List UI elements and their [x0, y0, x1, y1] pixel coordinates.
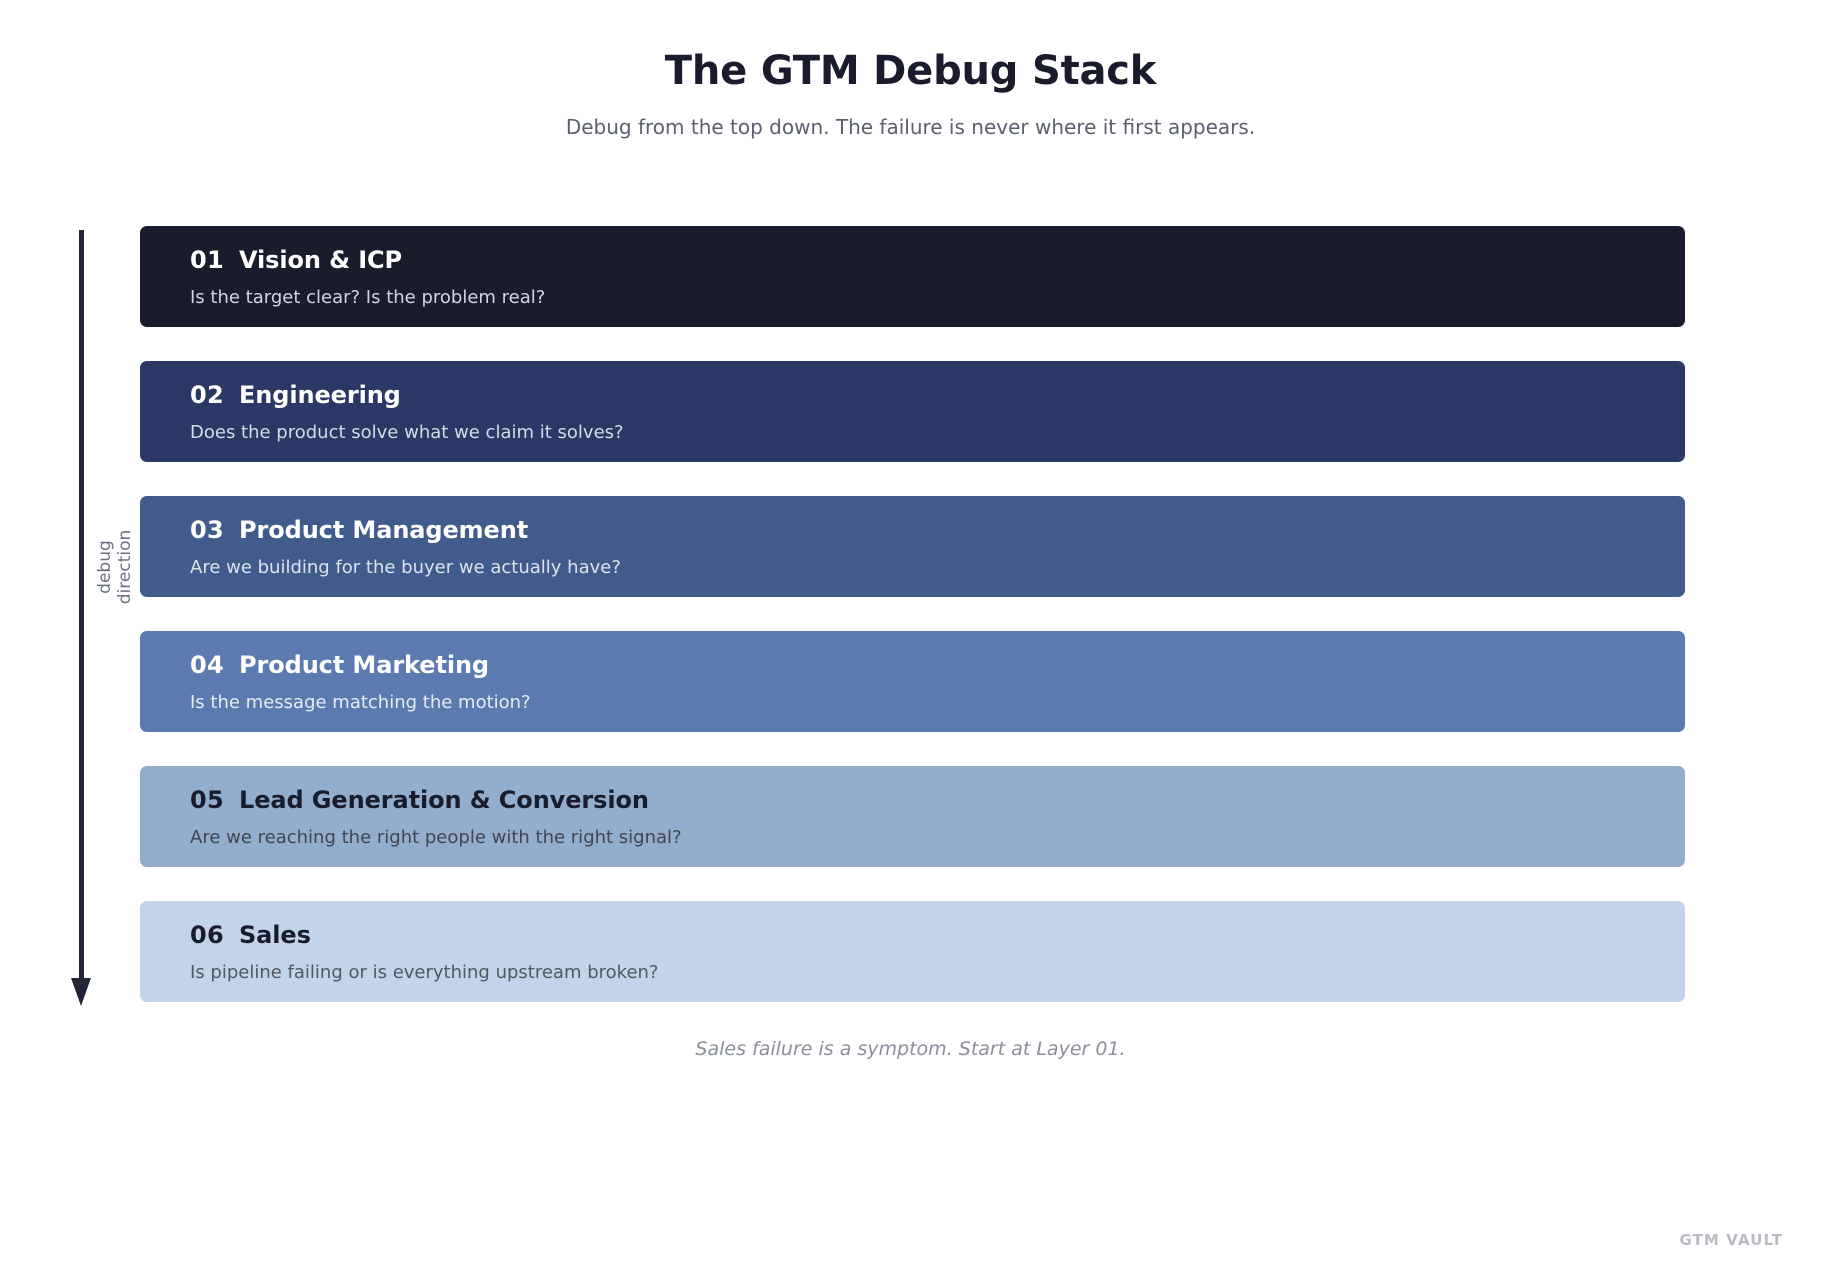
page-subtitle: Debug from the top down. The failure is … [565, 115, 1256, 139]
layer-number: 04 [190, 651, 224, 679]
layer-title: Vision & ICP [239, 246, 403, 274]
layer-row-02: 02 Engineering Does the product solve wh… [140, 361, 1685, 462]
layer-row-05: 05 Lead Generation & Conversion Are we r… [140, 766, 1685, 867]
layer-heading: 01 Vision & ICP [190, 246, 1685, 275]
layer-heading: 02 Engineering [190, 381, 1685, 410]
page-title: The GTM Debug Stack [664, 48, 1157, 94]
debug-direction-label: debug direction [94, 507, 136, 627]
layer-row-06: 06 Sales Is pipeline failing or is every… [140, 901, 1685, 1002]
layer-heading: 04 Product Marketing [190, 651, 1685, 680]
layer-question: Are we reaching the right people with th… [190, 826, 682, 848]
debug-direction-label-line1: debug [94, 540, 115, 594]
layer-title: Product Marketing [239, 651, 490, 679]
footer-note: Sales failure is a symptom. Start at Lay… [695, 1038, 1126, 1060]
layer-title: Sales [239, 921, 311, 949]
arrow-line [79, 230, 84, 985]
layer-row-03: 03 Product Management Are we building fo… [140, 496, 1685, 597]
layer-title: Lead Generation & Conversion [239, 786, 649, 814]
layer-question: Is pipeline failing or is everything ups… [190, 961, 659, 983]
diagram-header: The GTM Debug Stack Debug from the top d… [0, 0, 1821, 139]
debug-direction-label-line2: direction [115, 529, 135, 605]
layer-number: 06 [190, 921, 224, 949]
layer-question: Is the message matching the motion? [190, 691, 531, 713]
arrow-head-icon [71, 978, 91, 1006]
layer-heading: 06 Sales [190, 921, 1685, 950]
layer-title: Engineering [239, 381, 401, 409]
layer-number: 02 [190, 381, 224, 409]
layer-row-04: 04 Product Marketing Is the message matc… [140, 631, 1685, 732]
layer-stack: 01 Vision & ICP Is the target clear? Is … [140, 226, 1685, 1002]
layer-heading: 05 Lead Generation & Conversion [190, 786, 1685, 815]
layer-question: Is the target clear? Is the problem real… [190, 286, 546, 308]
layer-row-01: 01 Vision & ICP Is the target clear? Is … [140, 226, 1685, 327]
layer-number: 01 [190, 246, 224, 274]
layer-heading: 03 Product Management [190, 516, 1685, 545]
layer-question: Are we building for the buyer we actuall… [190, 556, 621, 578]
brand-watermark: GTM VAULT [1679, 1231, 1783, 1249]
layer-title: Product Management [239, 516, 529, 544]
layer-question: Does the product solve what we claim it … [190, 421, 624, 443]
layer-number: 03 [190, 516, 224, 544]
debug-direction-arrow: debug direction [71, 230, 135, 1008]
layer-number: 05 [190, 786, 224, 814]
